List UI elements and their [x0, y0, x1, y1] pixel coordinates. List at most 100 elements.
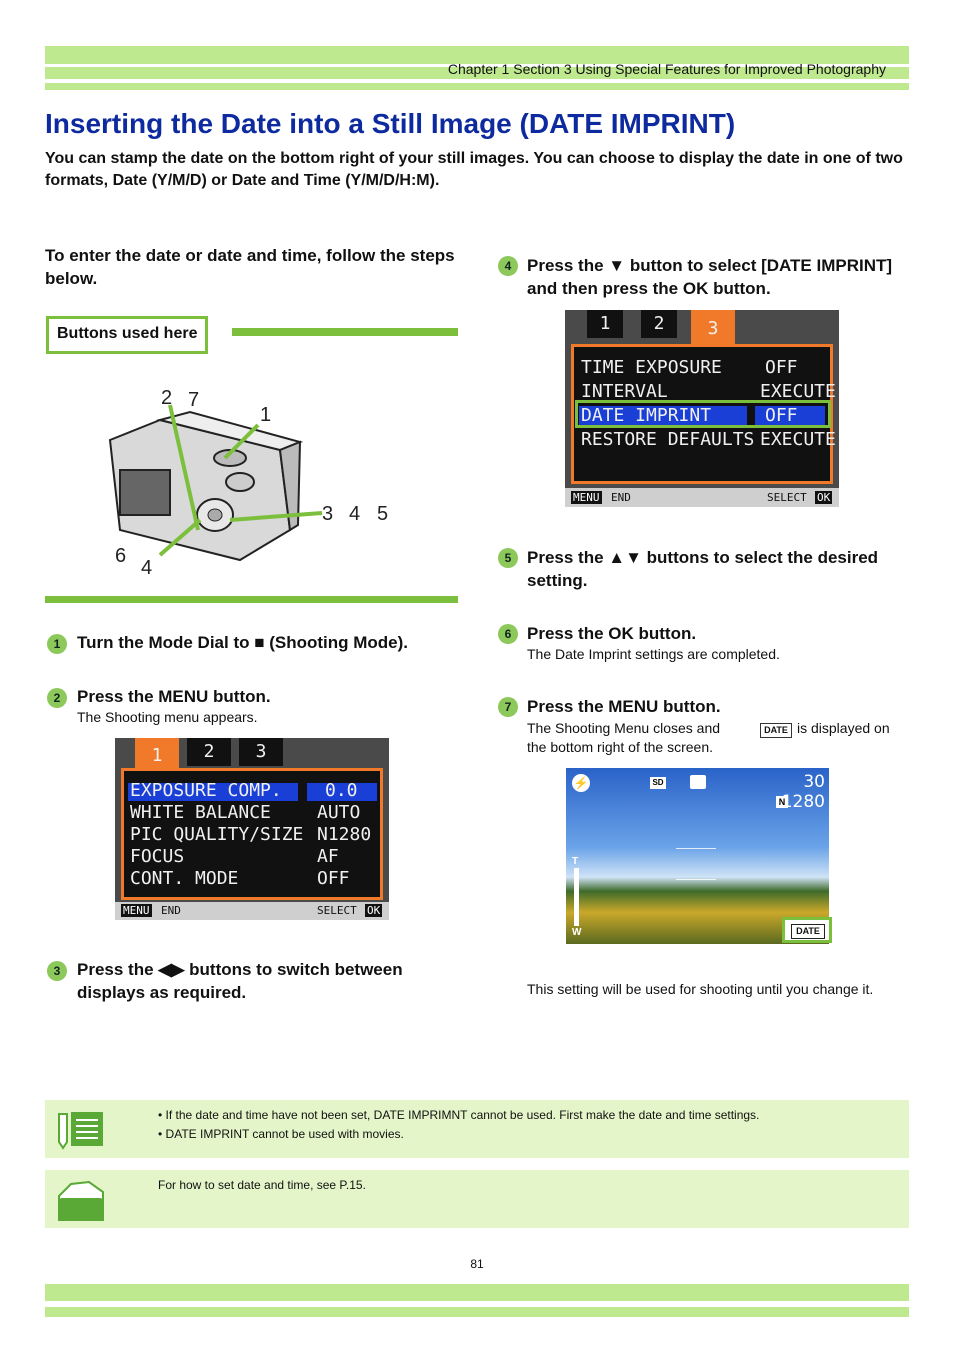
menu1-row-value: N1280: [317, 824, 372, 845]
footer-bar-top: [45, 1284, 909, 1301]
menu1-row-value: AUTO: [317, 802, 361, 823]
menu1-footer-menu: MENU: [121, 904, 152, 917]
menu1-row-label: FOCUS: [130, 846, 185, 867]
callout-3: 3: [322, 503, 334, 525]
menu3-footer: MENU END SELECT OK: [565, 488, 839, 507]
menu1-footer-select: SELECT: [317, 904, 357, 917]
callout-5: 5: [377, 503, 389, 525]
menu1-value-highlight: [307, 783, 377, 801]
callout-7: 7: [188, 389, 200, 411]
sd-icon: SD: [650, 777, 666, 789]
shooting-menu-screen-1: 1 2 3 EXPOSURE COMP. 0.0 WHITE BALANCE A…: [115, 738, 389, 920]
note-1-line-1: • If the date and time have not been set…: [158, 1108, 760, 1122]
closing-text: This setting will be used for shooting u…: [527, 981, 874, 997]
step-number-7: 7: [498, 697, 518, 717]
flash-icon: ⚡: [572, 774, 590, 792]
menu1-highlight: [128, 783, 298, 801]
step-number-3: 3: [47, 961, 67, 981]
date-imprint-label: DATE: [791, 924, 825, 939]
shooting-menu-screen-3: 1 2 3 TIME EXPOSURE OFF INTERVAL EXECUTE…: [565, 310, 839, 507]
menu3-highlight: [579, 406, 747, 426]
menu3-row-label: INTERVAL: [581, 381, 668, 402]
intro-text: You can stamp the date on the bottom rig…: [45, 150, 903, 189]
quality-icon: N: [776, 796, 788, 808]
menu3-footer-menu: MENU: [571, 491, 602, 504]
step-7-sub-a: The Shooting Menu closes and: [527, 720, 721, 736]
menu3-footer-select: SELECT: [767, 491, 807, 504]
menu3-row-value: EXECUTE: [760, 381, 836, 402]
page-title: Inserting the Date into a Still Image (D…: [45, 108, 736, 139]
focus-mark: [676, 848, 716, 880]
note-2-text: For how to set date and time, see P.15.: [158, 1178, 366, 1192]
step-2-sub: The Shooting menu appears.: [77, 709, 258, 725]
menu1-row-value: AF: [317, 846, 339, 867]
menu1-row-label: EXPOSURE COMP.: [130, 780, 282, 801]
step-7-sub-b: is displayed on the bottom right of the …: [527, 720, 890, 755]
menu3-footer-ok: OK: [815, 491, 833, 504]
menu1-row-label: CONT. MODE: [130, 868, 239, 889]
step-number-1: 1: [47, 634, 67, 654]
menu3-row-value: EXECUTE: [760, 429, 836, 450]
note-box-1: • If the date and time have not been set…: [45, 1100, 909, 1158]
menu1-tab-3: 3: [239, 738, 283, 766]
menu3-tab-2: 2: [641, 310, 677, 338]
memo-icon: [58, 1112, 103, 1150]
date-imprint-indicator: DATE: [782, 917, 832, 943]
header-bar-top: [45, 46, 909, 64]
buttons-used-rule: [232, 328, 458, 336]
step-6-text: Press the OK button.: [527, 624, 697, 643]
callout-6: 6: [115, 545, 127, 567]
camera-mode-icon: [690, 775, 706, 789]
menu3-row-value: OFF: [765, 405, 798, 426]
note-box-2: For how to set date and time, see P.15.: [45, 1170, 909, 1228]
step-1-text: Turn the Mode Dial to ■ (Shooting Mode).: [77, 633, 409, 652]
callout-4b: 4: [141, 557, 153, 579]
callout-2: 2: [161, 387, 173, 409]
step-3-text: Press the ◀▶ buttons to switch between d…: [77, 960, 403, 1002]
shooting-preview-screen: ⚡ SD 30 N 1280 T W: [566, 768, 829, 944]
menu1-row-label: WHITE BALANCE: [130, 802, 271, 823]
step-6-sub: The Date Imprint settings are completed.: [527, 646, 780, 662]
menu1-row-value: 0.0: [325, 780, 358, 801]
menu3-row-label: DATE IMPRINT: [581, 405, 712, 426]
menu3-tab-1: 1: [587, 310, 623, 338]
menu3-row-value: OFF: [765, 357, 798, 378]
menu3-tab-3: 3: [691, 310, 735, 350]
menu1-footer: MENU END SELECT OK: [115, 902, 389, 920]
chapter-heading: Chapter 1 Section 3 Using Special Featur…: [447, 61, 886, 77]
callout-1: 1: [260, 404, 272, 426]
date-icon-inline: DATE: [760, 723, 792, 738]
header-bar-low: [45, 83, 909, 90]
note-1-line-2: • DATE IMPRINT cannot be used with movie…: [158, 1127, 404, 1141]
section-rule: [45, 596, 458, 603]
zoom-w-label: W: [572, 927, 582, 938]
buttons-used-label: Buttons used here: [46, 316, 209, 354]
camera-illustration: [108, 404, 323, 562]
menu1-row-label: PIC QUALITY/SIZE: [130, 824, 304, 845]
menu3-value-highlight: [755, 406, 825, 426]
step-number-5: 5: [498, 548, 518, 568]
step-number-6: 6: [498, 624, 518, 644]
menu1-row-value: OFF: [317, 868, 350, 889]
step-number-4: 4: [498, 256, 518, 276]
callout-4: 4: [349, 503, 361, 525]
lead-text: To enter the date or date and time, foll…: [45, 246, 455, 288]
menu1-tab-2: 2: [187, 738, 231, 766]
shots-remaining: 30: [803, 772, 825, 792]
zoom-bar: [574, 868, 579, 926]
step-7-text: Press the MENU button.: [527, 697, 721, 716]
image-size: 1280: [781, 792, 825, 812]
menu3-footer-end: END: [611, 491, 631, 504]
header-bar-mid: [45, 67, 909, 79]
menu3-row-label: RESTORE DEFAULTS: [581, 429, 755, 450]
step-2-text: Press the MENU button.: [77, 687, 271, 706]
footer-bar-low: [45, 1307, 909, 1317]
folder-icon: [58, 1180, 104, 1221]
zoom-t-label: T: [572, 856, 579, 867]
page-number: 81: [470, 1257, 484, 1271]
step-5-text: Press the ▲▼ buttons to select the desir…: [527, 548, 879, 590]
step-number-2: 2: [47, 688, 67, 708]
step-4-text: Press the ▼ button to select [DATE IMPRI…: [527, 256, 893, 298]
menu1-footer-end: END: [161, 904, 181, 917]
menu1-footer-ok: OK: [365, 904, 383, 917]
